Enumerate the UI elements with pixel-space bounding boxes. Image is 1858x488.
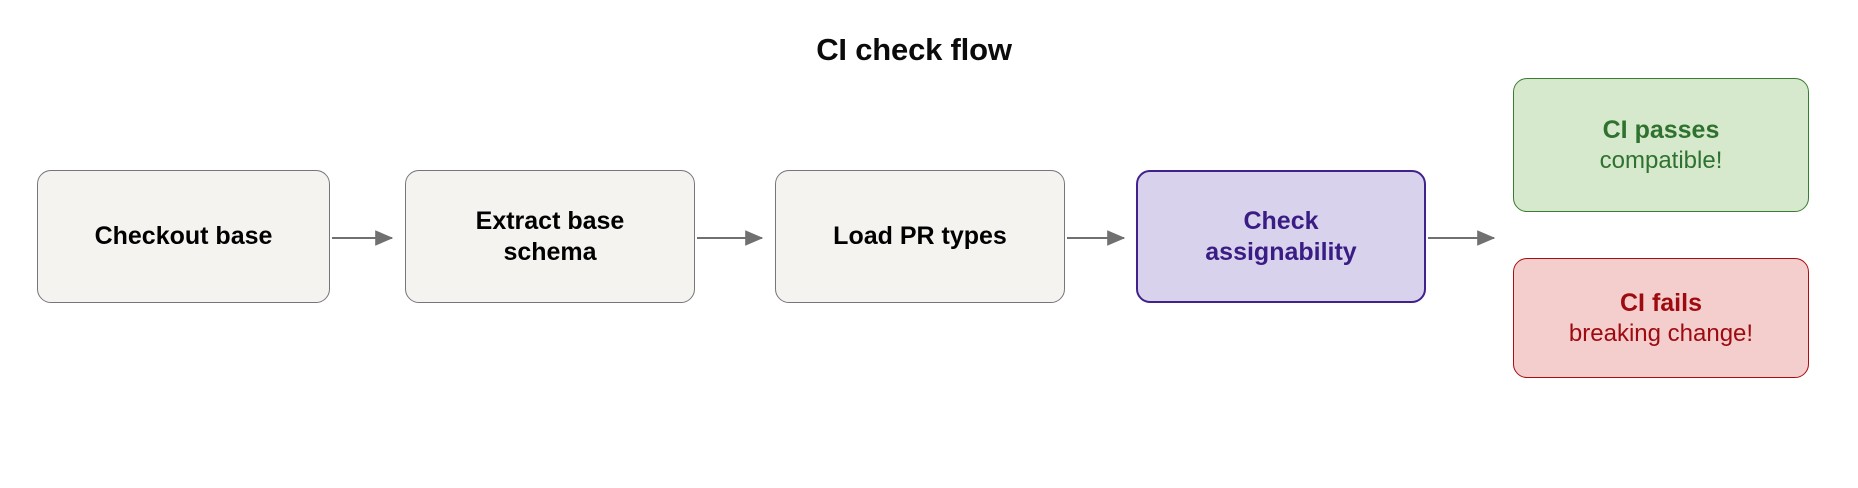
node-ci-passes[interactable]: CI passes compatible! [1513,78,1809,212]
node-label-line2: breaking change! [1568,319,1754,347]
node-label-line1: CI passes [1602,116,1720,145]
node-check-assignability[interactable]: Check assignability [1136,170,1426,303]
node-label-line1: Load PR types [833,222,1007,251]
node-label-line1: Extract base [475,207,625,235]
page-title: CI check flow [816,32,1012,67]
node-label-line1: Check [1243,207,1319,235]
node-load-pr-types[interactable]: Load PR types [775,170,1065,303]
node-label-line2: assignability [1205,237,1357,266]
node-ci-fails[interactable]: CI fails breaking change! [1513,258,1809,378]
node-extract-base-schema[interactable]: Extract base schema [405,170,695,303]
node-label-line1: CI fails [1620,289,1702,318]
node-label-line2: compatible! [1599,146,1723,174]
node-label-line2: schema [503,237,597,266]
node-label-line1: Checkout base [94,222,273,251]
node-checkout-base[interactable]: Checkout base [37,170,330,303]
